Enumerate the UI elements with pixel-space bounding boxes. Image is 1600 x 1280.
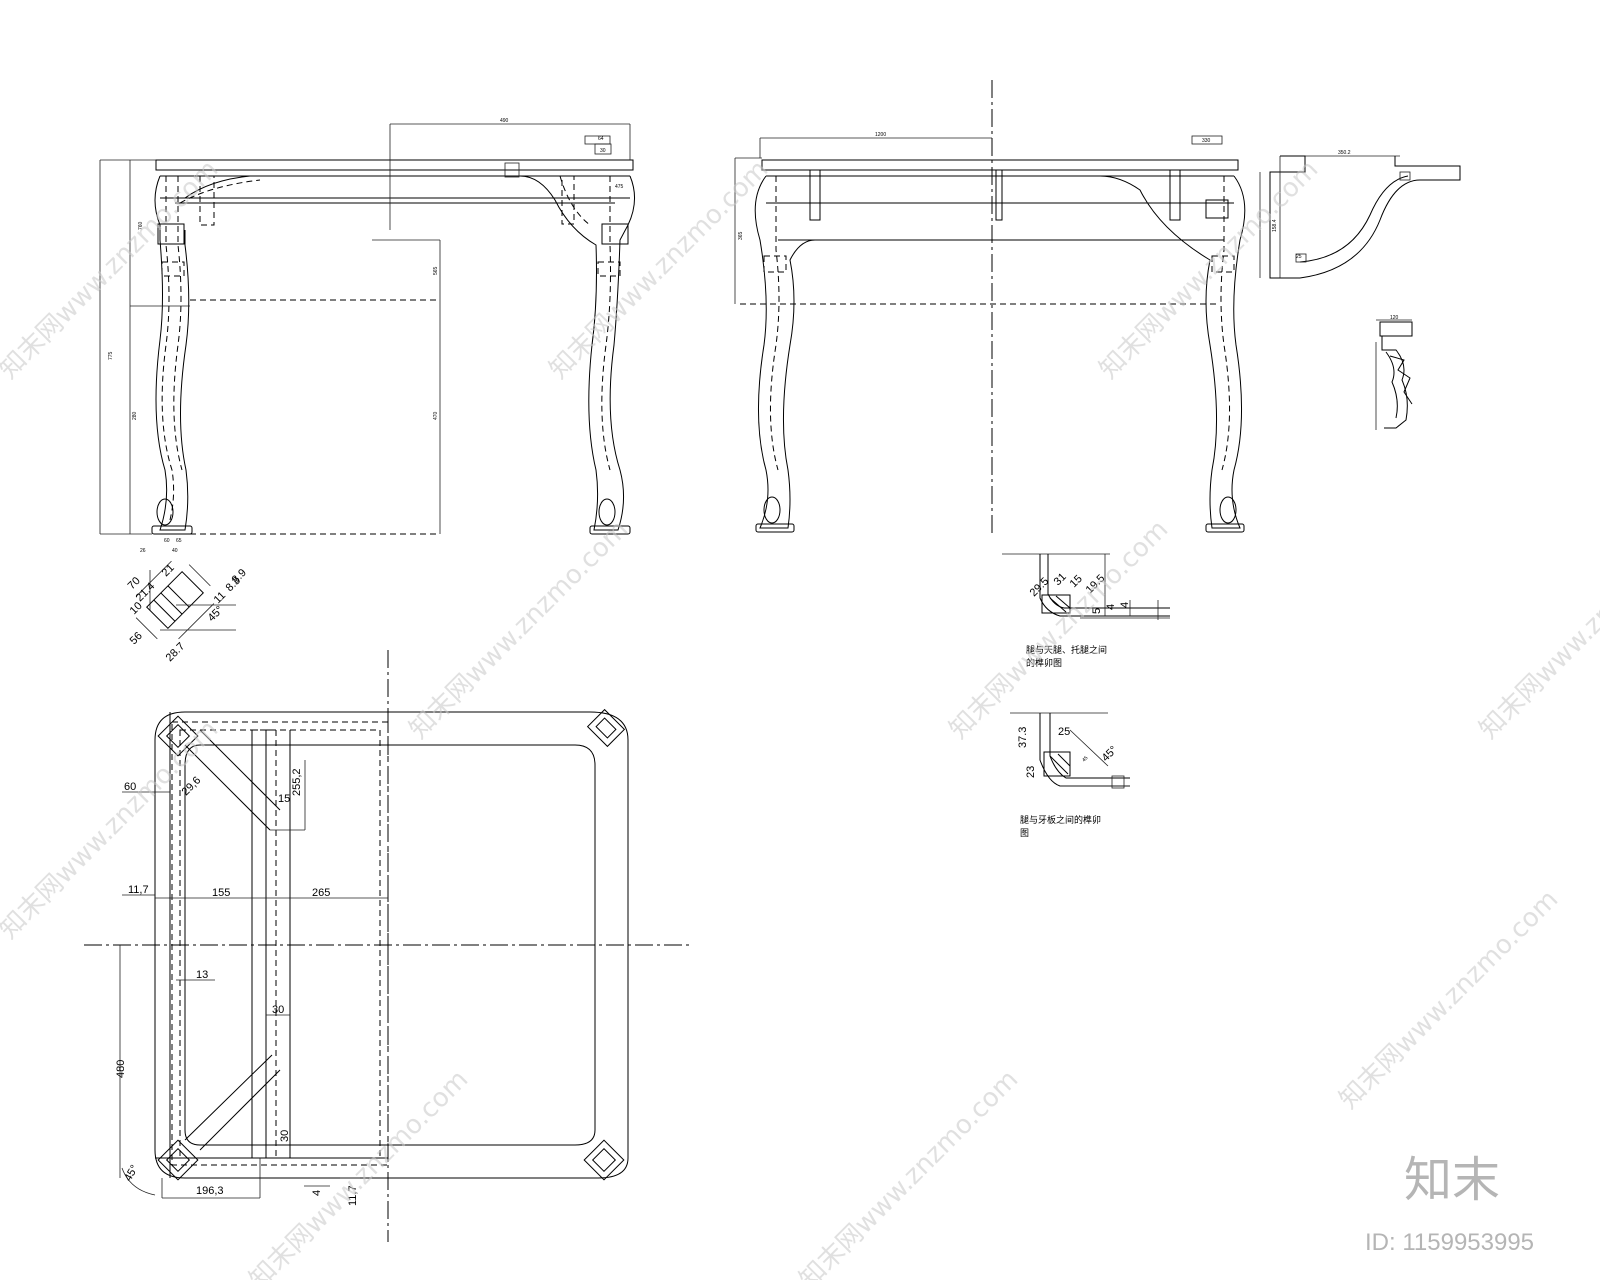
dim-plan-255-2: 255,2	[291, 768, 303, 796]
dim-leg-11: 11	[212, 590, 229, 607]
dim-leg-56: 56	[128, 630, 145, 647]
watermark-text: 知末网www.znzmo.com	[0, 714, 224, 945]
dim-plan-11-7-bottom: 11,7	[347, 1185, 359, 1206]
dim-front-280: 280	[132, 411, 138, 420]
dim-front-64: 64	[598, 136, 604, 142]
dim-plan-29-6: 29,6	[180, 774, 204, 798]
dim-front-width: 490	[500, 118, 509, 124]
dim-leg-45deg: 45°	[206, 604, 226, 624]
dim-plan-196-3: 196,3	[196, 1185, 224, 1197]
dim-side-1200: 1200	[875, 132, 886, 138]
dim-front-40: 40	[172, 548, 178, 554]
joint-2-caption-line1: 腿与牙板之间的榫卯	[1020, 814, 1101, 826]
dim-side-365: 365	[738, 231, 744, 240]
dim-j1-5: 5	[1091, 608, 1103, 614]
dim-front-60: 60	[164, 538, 170, 544]
watermark-text: 知末网www.znzmo.com	[244, 1064, 475, 1280]
dim-j2-25: 25	[1058, 726, 1070, 738]
dim-profile-158: 158.4	[1272, 219, 1278, 232]
small-section-detail: 120	[1375, 315, 1413, 430]
dim-plan-4: 4	[311, 1190, 323, 1196]
dim-front-475: 475	[615, 184, 624, 190]
dim-plan-30-lower: 30	[279, 1130, 291, 1142]
dim-profile-350: 350.2	[1338, 150, 1351, 156]
dim-j1-4b: 4	[1105, 604, 1117, 610]
dim-j1-4a: 4	[1119, 602, 1131, 608]
dim-j2-23: 23	[1025, 766, 1037, 778]
joint-detail-2	[1010, 712, 1130, 789]
leg-corner-detail	[135, 560, 236, 640]
dim-front-760: 760	[138, 221, 144, 230]
front-elevation-dims: 490 775 64 30 760 565 280 470 475 60 65 …	[108, 118, 624, 554]
dim-front-30: 30	[600, 148, 606, 154]
watermark-layer: 知末网www.znzmo.com 知末网www.znzmo.com 知末网www…	[0, 154, 1600, 1280]
plan-view-dims: 60 29,6 255,2 15 11,7 155 265 13 30 480 …	[115, 768, 359, 1206]
dim-side-330: 330	[1202, 138, 1211, 144]
watermark-text: 知末网www.znzmo.com	[1094, 154, 1325, 385]
joint-2-caption-line2: 图	[1020, 828, 1029, 839]
apron-profile-dims: 350.2 158.4 25	[1272, 150, 1351, 260]
dim-plan-11-7-left: 11,7	[128, 884, 149, 896]
dim-front-height: 775	[108, 351, 114, 360]
brand-logo: 知末	[1404, 1152, 1500, 1208]
dim-j1-31: 31	[1052, 571, 1069, 588]
joint-1-caption-line1: 腿与天腿、托腿之间	[1026, 644, 1107, 656]
dim-plan-60: 60	[124, 781, 136, 793]
watermark-text: 知末网www.znzmo.com	[0, 154, 224, 385]
dim-plan-480: 480	[115, 1060, 127, 1078]
brand-mark: 知末 ID: 1159953995	[1365, 1152, 1534, 1256]
dim-plan-45deg: 45°	[122, 1163, 141, 1183]
dim-leg-21: 21	[160, 562, 177, 579]
dim-plan-30-upper: 30	[272, 1004, 284, 1016]
dim-front-565: 565	[433, 266, 439, 275]
watermark-text: 知末网www.znzmo.com	[544, 154, 775, 385]
watermark-text: 知末网www.znzmo.com	[1474, 514, 1600, 745]
plan-view	[84, 650, 690, 1242]
dim-j2-45: 45	[1081, 755, 1089, 763]
dim-front-470: 470	[433, 411, 439, 420]
dim-section-120: 120	[1390, 315, 1399, 321]
dim-plan-13: 13	[196, 969, 208, 981]
dim-plan-155: 155	[212, 887, 230, 899]
watermark-text: 知末网www.znzmo.com	[944, 514, 1175, 745]
joint-detail-1	[1002, 553, 1170, 620]
image-id-label: ID: 1159953995	[1365, 1229, 1534, 1256]
front-elevation	[99, 123, 635, 535]
watermark-text: 知末网www.znzmo.com	[1334, 884, 1565, 1115]
watermark-text: 知末网www.znzmo.com	[404, 514, 635, 745]
watermark-text: 知末网www.znzmo.com	[794, 1064, 1025, 1280]
dim-leg-28-7: 28.7	[164, 640, 188, 664]
dim-profile-25: 25	[1296, 254, 1302, 260]
joint-detail-2-dims: 37.3 25 23 45° 45 腿与牙板之间的榫卯 图	[1017, 726, 1120, 839]
dim-plan-15: 15	[278, 793, 290, 805]
apron-profile	[1259, 155, 1461, 279]
dim-j2-37-3: 37.3	[1017, 727, 1029, 748]
side-elevation	[734, 80, 1246, 535]
joint-1-caption-line2: 的榫卯图	[1026, 657, 1062, 669]
dim-front-65: 65	[176, 538, 182, 544]
dim-front-26: 26	[140, 548, 146, 554]
side-elevation-dims: 1200 330 365	[738, 132, 1211, 240]
dim-plan-265: 265	[312, 887, 330, 899]
